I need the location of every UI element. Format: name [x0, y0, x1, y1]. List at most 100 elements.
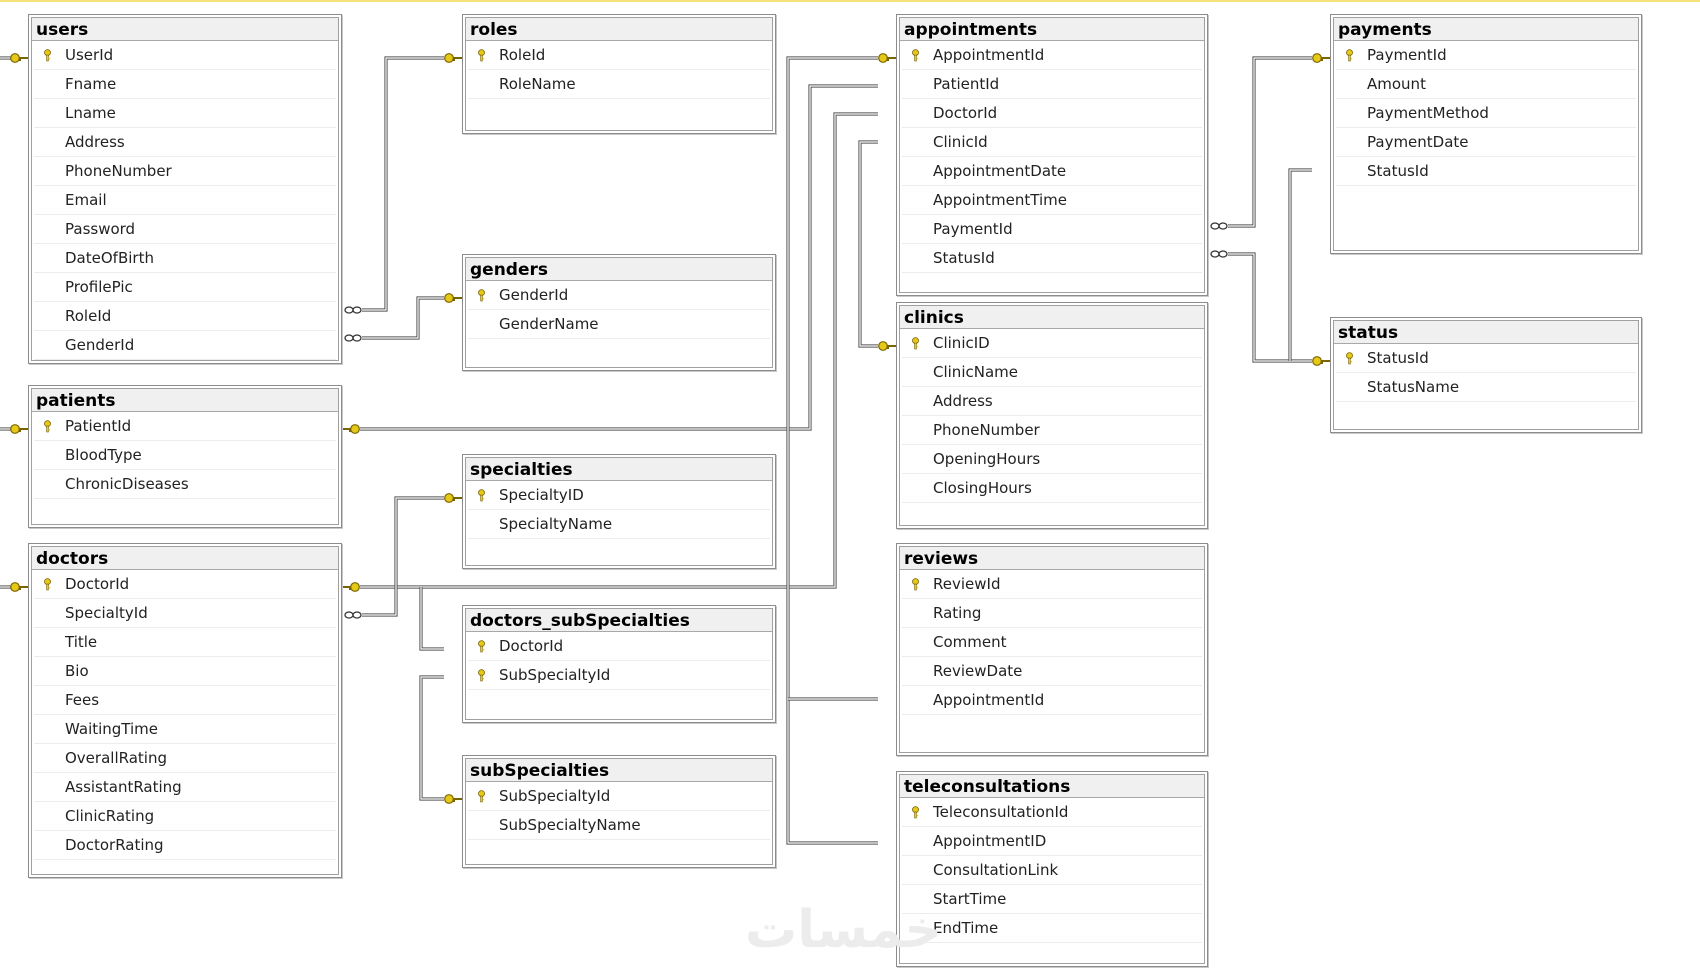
column-row[interactable]: SpecialtyId — [34, 599, 336, 628]
column-row[interactable]: StatusId — [902, 244, 1202, 273]
column-row[interactable]: AppointmentID — [902, 827, 1202, 856]
column-row[interactable]: EndTime — [902, 914, 1202, 943]
table-title[interactable]: payments — [1334, 18, 1638, 41]
column-row[interactable]: ClinicName — [902, 358, 1202, 387]
column-row[interactable]: UserId — [34, 41, 336, 70]
table-title[interactable]: specialties — [466, 458, 772, 481]
column-row[interactable]: AppointmentTime — [902, 186, 1202, 215]
column-row[interactable]: StartTime — [902, 885, 1202, 914]
column-row[interactable]: RoleId — [468, 41, 770, 70]
column-row[interactable]: RoleName — [468, 70, 770, 99]
column-row[interactable]: Comment — [902, 628, 1202, 657]
column-row[interactable]: ClosingHours — [902, 474, 1202, 503]
column-row[interactable]: AssistantRating — [34, 773, 336, 802]
column-row[interactable]: ProfilePic — [34, 273, 336, 302]
column-row[interactable]: PaymentMethod — [1336, 99, 1636, 128]
column-row[interactable]: ReviewDate — [902, 657, 1202, 686]
column-row[interactable]: PaymentId — [1336, 41, 1636, 70]
table-title[interactable]: users — [32, 18, 338, 41]
column-row[interactable]: StatusId — [1336, 344, 1636, 373]
column-row[interactable]: Amount — [1336, 70, 1636, 99]
column-row[interactable]: Password — [34, 215, 336, 244]
table-title[interactable]: reviews — [900, 547, 1204, 570]
column-row[interactable]: SpecialtyName — [468, 510, 770, 539]
column-row[interactable]: RoleId — [34, 302, 336, 331]
column-row[interactable]: SubSpecialtyId — [468, 661, 770, 690]
one-end-key-icon — [444, 794, 462, 804]
column-row[interactable]: ReviewId — [902, 570, 1202, 599]
table-title[interactable]: appointments — [900, 18, 1204, 41]
column-row[interactable]: DoctorId — [34, 570, 336, 599]
column-row[interactable]: WaitingTime — [34, 715, 336, 744]
column-row[interactable]: SpecialtyID — [468, 481, 770, 510]
column-row[interactable]: Rating — [902, 599, 1202, 628]
column-row[interactable]: PatientId — [902, 70, 1202, 99]
table-title[interactable]: subSpecialties — [466, 759, 772, 782]
column-row[interactable]: GenderId — [34, 331, 336, 360]
column-row[interactable]: ClinicRating — [34, 802, 336, 831]
table-title[interactable]: patients — [32, 389, 338, 412]
column-row[interactable]: PhoneNumber — [34, 157, 336, 186]
column-name: ClinicName — [933, 363, 1018, 381]
column-row[interactable]: Bio — [34, 657, 336, 686]
column-name: PatientId — [933, 75, 1000, 93]
table-title[interactable]: roles — [466, 18, 772, 41]
column-row[interactable]: Address — [902, 387, 1202, 416]
table-title[interactable]: doctors_subSpecialties — [466, 609, 772, 632]
column-row[interactable]: AppointmentId — [902, 41, 1202, 70]
column-row[interactable]: AppointmentDate — [902, 157, 1202, 186]
column-row[interactable]: SubSpecialtyId — [468, 782, 770, 811]
column-row[interactable]: ChronicDiseases — [34, 470, 336, 499]
column-row[interactable]: PhoneNumber — [902, 416, 1202, 445]
column-row[interactable]: Address — [34, 128, 336, 157]
column-row[interactable]: GenderId — [468, 281, 770, 310]
column-row[interactable]: StatusName — [1336, 373, 1636, 402]
column-row[interactable]: DateOfBirth — [34, 244, 336, 273]
wire-appointments-status — [1228, 252, 1312, 363]
column-row[interactable]: TeleconsultationId — [902, 798, 1202, 827]
column-row[interactable]: Lname — [34, 99, 336, 128]
column-row[interactable]: SubSpecialtyName — [468, 811, 770, 840]
column-row[interactable]: BloodType — [34, 441, 336, 470]
wire-appointments-patients-core — [360, 85, 878, 430]
column-row[interactable]: StatusId — [1336, 157, 1636, 186]
column-row[interactable]: AppointmentId — [902, 686, 1202, 715]
table-title[interactable]: teleconsultations — [900, 775, 1204, 798]
column-row[interactable]: DoctorRating — [34, 831, 336, 860]
table-title[interactable]: clinics — [900, 306, 1204, 329]
column-row[interactable]: DoctorId — [902, 99, 1202, 128]
column-row[interactable]: PaymentDate — [1336, 128, 1636, 157]
primary-key-icon — [44, 49, 51, 62]
one-end-key-icon — [10, 53, 28, 63]
table-title[interactable]: genders — [466, 258, 772, 281]
column-row[interactable]: ClinicID — [902, 329, 1202, 358]
column-row[interactable]: Fees — [34, 686, 336, 715]
column-row[interactable]: Title — [34, 628, 336, 657]
column-row[interactable]: PatientId — [34, 412, 336, 441]
column-row[interactable]: DoctorId — [468, 632, 770, 661]
column-row[interactable]: ClinicId — [902, 128, 1202, 157]
column-row[interactable]: OpeningHours — [902, 445, 1202, 474]
column-row[interactable]: GenderName — [468, 310, 770, 339]
column-row[interactable]: ConsultationLink — [902, 856, 1202, 885]
table-title[interactable]: status — [1334, 321, 1638, 344]
table-title[interactable]: doctors — [32, 547, 338, 570]
column-row[interactable]: OverallRating — [34, 744, 336, 773]
column-row[interactable]: Fname — [34, 70, 336, 99]
column-row[interactable]: Email — [34, 186, 336, 215]
column-row[interactable]: PaymentId — [902, 215, 1202, 244]
